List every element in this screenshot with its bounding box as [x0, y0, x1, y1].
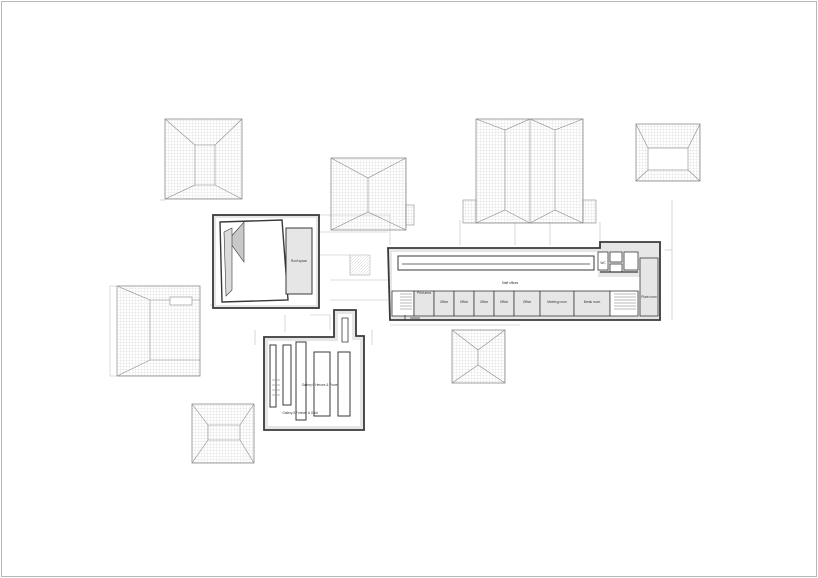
gallery-b-label: Gallery 5 Forever & Gold — [282, 411, 317, 415]
wc-label: WC — [600, 261, 606, 265]
roof-g — [451, 329, 506, 384]
gallery-a-label: Gallery 6 Heroes & Power — [302, 383, 340, 387]
office-block: Staff offices Print area Office Office O… — [387, 241, 661, 321]
office-label-2: Office — [460, 300, 468, 304]
roof-space-label: Roof space — [291, 259, 307, 263]
service-core — [597, 251, 639, 273]
stair-left — [400, 293, 412, 310]
stair-right — [614, 293, 636, 310]
room-row — [391, 257, 659, 317]
roof-d — [635, 123, 701, 182]
roof-f — [191, 403, 255, 464]
gallery-block-north: Roof space — [212, 214, 320, 309]
roof-c — [405, 118, 597, 226]
print-area-label: Print area — [417, 291, 431, 295]
office-label-4: Office — [500, 300, 508, 304]
office-label-1: Office — [440, 300, 448, 304]
staff-corridor-label: Staff offices — [502, 281, 519, 285]
office-label-3: Office — [480, 300, 488, 304]
plant-room-label: Plant room — [641, 295, 657, 299]
meeting-room-label: Meeting room — [547, 300, 567, 304]
gallery-block-south: Gallery 6 Heroes & Power Gallery 5 Forev… — [263, 309, 365, 431]
roof-e — [109, 285, 201, 377]
roof-a — [164, 118, 243, 200]
office-label-5: Office — [523, 300, 531, 304]
break-room-label: Break room — [584, 300, 601, 304]
roof-b — [330, 157, 407, 231]
